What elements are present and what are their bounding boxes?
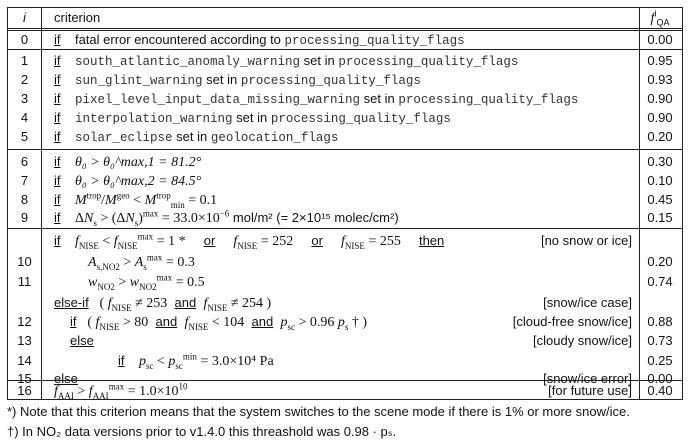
row-2-criterion: if sun_glint_warning set in processing_q… — [54, 72, 421, 88]
row-10-criterion: As,NO2 > Asmax = 0.3 — [88, 252, 195, 272]
row-7-index: 7 — [20, 173, 29, 188]
row-11-value: 0.74 — [647, 274, 673, 289]
row-14-value: 0.25 — [647, 353, 673, 368]
row-8-index: 8 — [20, 192, 29, 207]
row-8-criterion: if Mtrop/Mgeo < Mtropmin = 0.1 — [54, 190, 218, 210]
header-i: i — [23, 10, 26, 25]
row-4-value: 0.90 — [647, 110, 673, 125]
row-10-index: 10 — [17, 254, 32, 269]
footnote-2: †) In NO₂ data versions prior to v1.4.0 … — [7, 424, 397, 439]
row-3-index: 3 — [20, 91, 29, 106]
row-3-value: 0.90 — [647, 91, 673, 106]
row-6-index: 6 — [20, 154, 29, 169]
row-15-index: 15 — [17, 371, 32, 386]
row-0-index: 0 — [20, 32, 29, 47]
row-0-value: 0.00 — [647, 32, 673, 47]
else-if-condition: else-if ( fNISE ≠ 253 and fNISE ≠ 254 ) — [54, 295, 272, 313]
row-6-criterion: if θ₀ > θ₀^max,1 = 81.2° — [54, 154, 202, 170]
row-8-value: 0.45 — [647, 192, 673, 207]
row-1-criterion: if south_atlantic_anomaly_warning set in… — [54, 53, 519, 69]
row-4-criterion: if interpolation_warning set in processi… — [54, 110, 451, 126]
note-cloudy: [cloudy snow/ice] — [533, 333, 632, 348]
row-12-criterion: if ( fNISE > 80 and fNISE < 104 and psc … — [70, 314, 368, 332]
footnote-1: *) Note that this criterion means that t… — [7, 404, 630, 419]
row-5-value: 0.20 — [647, 129, 673, 144]
row-9-criterion: if ΔNs > (ΔNs)max = 33.0×10−6 mol/m² (= … — [54, 208, 399, 228]
row-1-index: 1 — [20, 53, 29, 68]
note-future: [for future use] — [548, 383, 632, 398]
row-4-index: 4 — [20, 110, 29, 125]
header-criterion: criterion — [54, 10, 101, 25]
row-16-criterion: fAAI > fAAImax = 1.0×1010 — [54, 381, 188, 401]
row-0-criterion: if fatal error encountered according to … — [54, 32, 465, 48]
row-16-value: 0.40 — [647, 383, 673, 398]
row-9-index: 9 — [20, 210, 29, 225]
row-13-criterion: else — [70, 333, 94, 348]
quality-flag-table: i criterion fiQA 0 if fatal error encoun… — [7, 7, 683, 400]
row-3-criterion: if pixel_level_input_data_missing_warnin… — [54, 91, 579, 107]
row-12-index: 12 — [17, 314, 32, 329]
row-15-criterion: else — [54, 371, 78, 386]
note-snow-error: [snow/ice error] — [543, 371, 632, 386]
row-14-criterion: if psc < pscmin = 3.0×10⁴ Pa — [118, 351, 274, 371]
header-fqa: fiQA — [650, 8, 670, 28]
row-15-value: 0.00 — [647, 371, 673, 386]
row-13-value: 0.73 — [647, 333, 673, 348]
row-5-index: 5 — [20, 129, 29, 144]
row-9-value: 0.15 — [647, 210, 673, 225]
row-5-criterion: if solar_eclipse set in geolocation_flag… — [54, 129, 339, 145]
note-no-snow: [no snow or ice] — [540, 233, 632, 248]
row-10-value: 0.20 — [647, 254, 673, 269]
row-6-value: 0.30 — [647, 154, 673, 169]
row-2-value: 0.93 — [647, 72, 673, 87]
row-12-value: 0.88 — [647, 314, 673, 329]
nise-condition: if fNISE < fNISEmax = 1 * or fNISE = 252… — [54, 231, 445, 251]
row-7-value: 0.10 — [647, 173, 673, 188]
row-13-index: 13 — [17, 333, 32, 348]
row-7-criterion: if θ₀ > θ₀^max,2 = 84.5° — [54, 173, 202, 189]
row-2-index: 2 — [20, 72, 29, 87]
row-16-index: 16 — [17, 383, 32, 398]
row-11-criterion: wNO2 > wNO2max = 0.5 — [88, 272, 205, 292]
row-1-value: 0.95 — [647, 53, 673, 68]
note-snow-case: [snow/ice case] — [543, 295, 632, 310]
note-cloud-free: [cloud-free snow/ice] — [512, 314, 632, 329]
row-14-index: 14 — [17, 353, 32, 368]
row-11-index: 11 — [17, 274, 32, 289]
